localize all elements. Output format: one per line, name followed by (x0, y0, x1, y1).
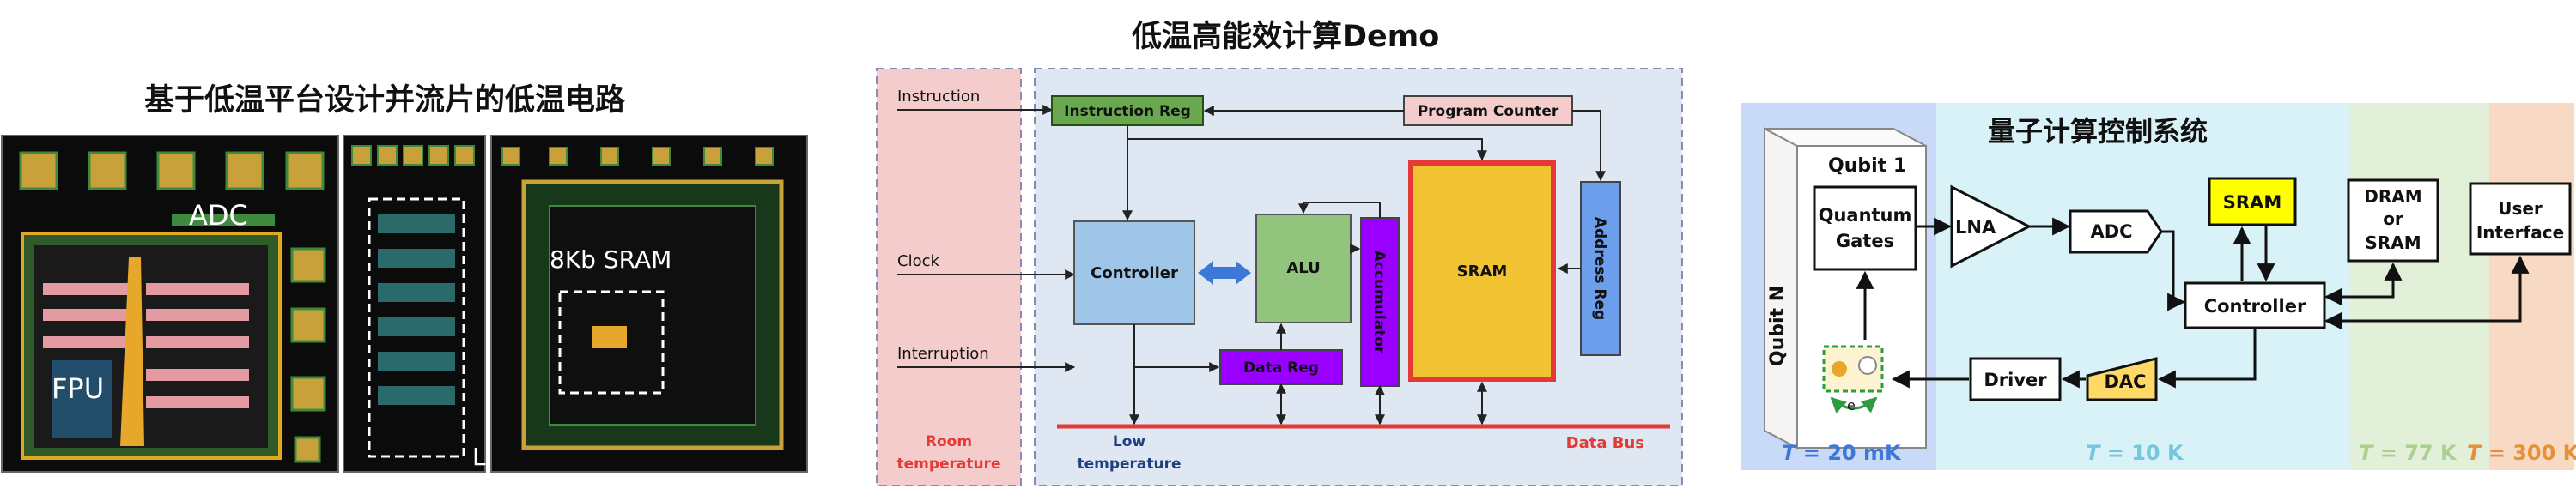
room-temp-label-2: temperature (896, 456, 1000, 473)
temp-label-10k: T = 10 K (2086, 441, 2184, 465)
qubit-excited-dot (1858, 356, 1877, 375)
arch-panel-title: 低温高能效计算Demo (1132, 20, 1440, 54)
sram-memory-label: SRAM (2223, 192, 2281, 213)
zone-300k (2489, 103, 2574, 470)
ui-label-2: Interface (2476, 222, 2564, 243)
qubit-1-label: Qubit 1 (1828, 155, 1906, 177)
accumulator-label: Accumulator (1370, 250, 1388, 354)
chip-die-lna: LNA (343, 135, 520, 473)
dram-label-2: or (2383, 208, 2403, 229)
zone-77k (2350, 103, 2489, 470)
temp-label-77k: T = 77 K (2359, 441, 2458, 465)
chip-die-fpu-adc: ADC FPU (1, 135, 339, 473)
program-counter-block (1403, 95, 1573, 126)
temp-label-20mk: T = 20 mK (1782, 441, 1902, 465)
sram-chip-label: 8Kb SRAM (550, 245, 671, 274)
controller-label: Controller (1091, 264, 1178, 282)
adc-block-label: ADC (2090, 221, 2132, 242)
room-temp-label-1: Room (926, 433, 972, 450)
quantum-control-diagram: 量子计算控制系统 Qubit 1 Qubit N Quantum Gates e… (1741, 103, 2576, 470)
dram-label-3: SRAM (2365, 232, 2421, 253)
driver-block-label: Driver (1984, 370, 2047, 390)
interruption-input-label: Interruption (897, 345, 989, 363)
low-temp-label-1: Low (1113, 433, 1146, 450)
clock-input-label: Clock (897, 252, 939, 270)
user-interface-block (2469, 182, 2572, 256)
quantum-gates-label-1: Quantum (1819, 205, 1912, 226)
dac-block (2086, 357, 2158, 401)
room-temperature-region (876, 68, 1022, 486)
quantum-gates-label-2: Gates (1836, 231, 1894, 251)
qubit-n-label: Qubit N (1767, 286, 1789, 366)
data-bus-label: Data Bus (1566, 434, 1644, 452)
data-reg-label: Data Reg (1243, 359, 1319, 377)
arch-diagram: Instruction Clock Interruption Instructi… (876, 68, 1683, 486)
qubit-state-dot (1832, 361, 1847, 377)
program-counter-label: Program Counter (1418, 103, 1559, 120)
electron-label: e (1847, 397, 1856, 413)
sram-label: SRAM (1457, 263, 1508, 281)
adc-label: ADC (189, 199, 248, 232)
chip-panel-title: 基于低温平台设计并流片的低温电路 (144, 83, 626, 118)
dac-block-label: DAC (2104, 371, 2146, 392)
chip-layout-panel: ADC FPU LNA 8Kb SRAM (1, 135, 808, 473)
instruction-input-label: Instruction (897, 88, 980, 106)
driver-block (1969, 357, 2062, 401)
alu-label: ALU (1286, 259, 1320, 277)
quantum-panel-title: 量子计算控制系统 (1988, 115, 2208, 148)
sram-block (1408, 160, 1556, 382)
low-temp-label-2: temperature (1077, 456, 1181, 473)
instruction-reg-label: Instruction Reg (1064, 103, 1191, 120)
adc-block (2069, 209, 2163, 254)
electron-arrow (1830, 396, 1878, 413)
chip-die-sram: 8Kb SRAM (490, 135, 808, 473)
sram-memory-block (2208, 177, 2297, 226)
instruction-reg-block (1051, 95, 1204, 126)
controller-box-label: Controller (2204, 296, 2306, 317)
quantum-gates-block (1813, 185, 1917, 271)
address-reg-block (1580, 181, 1621, 356)
dram-label-1: DRAM (2364, 186, 2421, 207)
address-reg-label: Address Reg (1591, 217, 1608, 320)
temp-label-300k: T = 300 K (2467, 441, 2576, 465)
controller-alu-link (1198, 261, 1251, 285)
alu-block (1255, 214, 1352, 323)
lna-block-label: LNA (1955, 217, 1996, 238)
fpu-label: FPU (52, 372, 104, 405)
ui-label-1: User (2498, 198, 2543, 219)
